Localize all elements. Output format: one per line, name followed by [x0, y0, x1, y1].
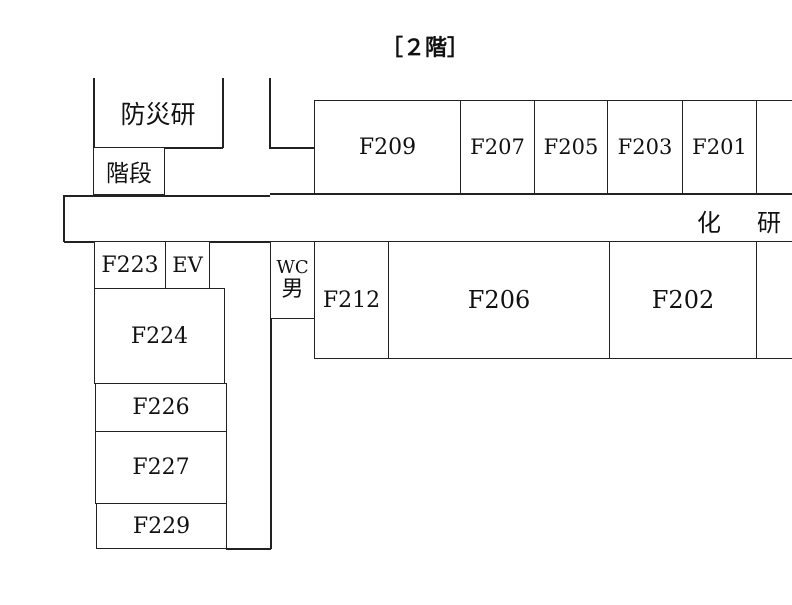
vertical-corridor-wall-bottom	[226, 548, 271, 550]
wc-label: WC	[276, 257, 309, 278]
room-f207: F207	[460, 100, 535, 194]
room-wc-men: WC 男	[270, 241, 315, 319]
wc-men-label: 男	[281, 276, 304, 302]
room-f212: F212	[314, 241, 389, 359]
vertical-corridor-wall-upper	[269, 78, 271, 148]
room-bosai-lab: 防災研	[120, 100, 196, 129]
room-continued-upper	[756, 100, 792, 194]
bosai-wall-right	[222, 78, 224, 148]
room-ev: EV	[165, 241, 210, 289]
bosai-wall-left	[93, 78, 95, 195]
room-f227: F227	[95, 431, 227, 504]
room-f224: F224	[94, 288, 225, 384]
corridor-wall-top-left	[64, 195, 270, 197]
room-f223: F223	[94, 241, 166, 289]
room-f209: F209	[314, 100, 461, 194]
room-f201: F201	[682, 100, 757, 194]
room-f202: F202	[609, 241, 757, 359]
room-f203: F203	[607, 100, 683, 194]
corridor-wall-left	[63, 195, 65, 242]
corridor-label-ken: 研	[757, 209, 781, 237]
corridor-label-ka: 化	[697, 209, 721, 237]
room-stairs: 階段	[94, 148, 165, 195]
room-f229: F229	[96, 503, 227, 549]
room-f205: F205	[534, 100, 608, 194]
room-f226: F226	[95, 383, 227, 432]
bosai-wall-bottom	[93, 147, 223, 149]
vertical-corridor-wall-lower	[270, 242, 272, 549]
vertical-corridor-wall-upper-foot	[269, 147, 315, 149]
room-f206: F206	[388, 241, 610, 359]
floor-title: ［２階］	[380, 36, 469, 61]
room-continued-lower	[756, 241, 792, 359]
